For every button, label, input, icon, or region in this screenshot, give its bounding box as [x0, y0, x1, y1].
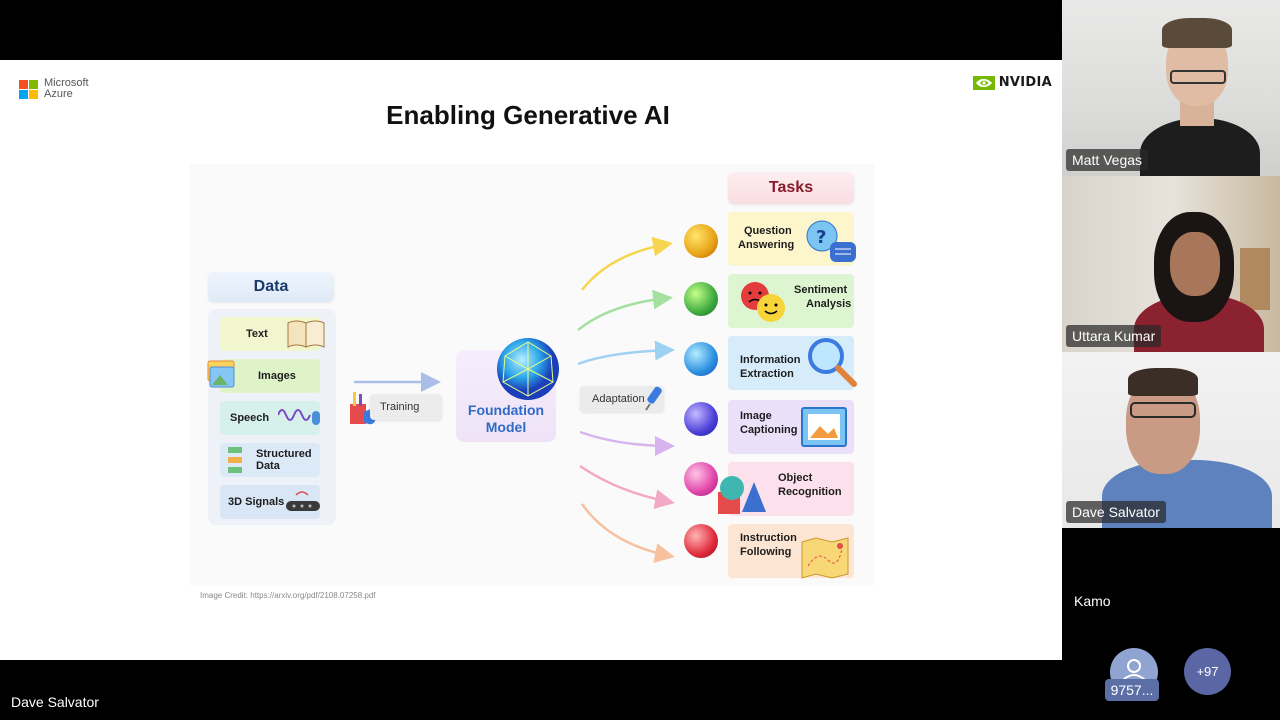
tasks-heading: Tasks [728, 172, 854, 204]
task-image-captioning: Image Captioning [728, 400, 854, 454]
task-sentiment-analysis: Sentiment Analysis [728, 274, 854, 328]
arrow-to-qa [581, 236, 673, 291]
nvidia-eye-icon [972, 75, 995, 90]
task-instruction-following: Instruction Following [728, 524, 854, 579]
azure-logo-text: Azure [44, 88, 73, 100]
arrow-to-sentiment [577, 289, 673, 331]
data-item-speech: Speech [220, 401, 320, 435]
video-tile-dave-salvator[interactable]: Dave Salvator [1062, 352, 1280, 528]
nvidia-logo-text: NVIDIA [998, 75, 1052, 90]
microsoft-grid-icon [19, 79, 38, 99]
nvidia-logo: NVIDIA [972, 75, 1052, 90]
shared-slide: Microsoft Azure NVIDIA Enabling Generati… [0, 60, 1062, 660]
more-participants-button[interactable]: +97 [1184, 648, 1231, 695]
video-tile-matt-vegas[interactable]: Matt Vegas [1062, 0, 1280, 176]
data-heading: Data [208, 272, 334, 302]
task-object-recognition: Object Recognition [718, 462, 854, 516]
arrow-to-recognition [579, 464, 675, 509]
adaptation-label: Adaptation [580, 386, 664, 412]
speech-bubbles-icon: ? [806, 220, 856, 262]
picture-frame-icon [801, 407, 847, 447]
participant-name-tag: Matt Vegas [1066, 149, 1149, 171]
arrow-to-captioning [579, 430, 675, 456]
arrow-to-instruction [580, 503, 675, 563]
sound-wave-icon [278, 409, 320, 425]
microsoft-logo-text: Microsoft [44, 77, 89, 89]
data-item-images: Images [207, 359, 320, 393]
person-icon [1122, 659, 1146, 681]
background-chair [1240, 248, 1270, 310]
glasses-icon [1170, 70, 1226, 84]
globe-icon-instruction [684, 524, 718, 558]
participant-name-kamo: Kamo [1074, 593, 1111, 609]
globe-icon-extraction [684, 342, 718, 376]
task-question-answering: Question Answering ? [728, 212, 856, 266]
flowchart-icon [228, 447, 242, 473]
participant-name-tag: Uttara Kumar [1066, 325, 1162, 347]
foundation-model-diagram: Data Text Images [190, 164, 874, 586]
glasses-icon [1130, 402, 1196, 418]
svg-text:?: ? [816, 227, 826, 248]
photos-icon [207, 360, 235, 388]
syringe-icon [645, 386, 662, 411]
person-hair [1128, 368, 1198, 396]
diagram-arrows [354, 236, 675, 563]
data-panel: Text Images Speech [207, 309, 336, 525]
person-torso [1140, 118, 1260, 176]
globe-icon-recognition [684, 462, 718, 496]
foundation-model-label: Foundation Model [467, 402, 545, 435]
person-face [1170, 232, 1220, 296]
person-hair [1162, 18, 1232, 48]
data-item-structured-data: Structured Data [220, 443, 320, 477]
shapes-icon [718, 476, 766, 514]
video-tile-uttara-kumar[interactable]: Uttara Kumar [1062, 176, 1280, 352]
attendee-count: 9757... [1105, 679, 1159, 701]
training-label: Training [370, 394, 442, 420]
magnifier-icon [808, 338, 857, 387]
microsoft-azure-logo: Microsoft Azure [19, 78, 89, 100]
task-information-extraction: Information Extraction [728, 336, 857, 390]
globe-icon-qa [684, 224, 718, 258]
data-item-3d-signals: 3D Signals [220, 485, 320, 519]
image-credit: Image Credit: https://arxiv.org/pdf/2108… [200, 591, 376, 600]
arrow-to-extraction [577, 340, 675, 366]
participant-name-tag: Dave Salvator [1066, 501, 1166, 523]
slide-title: Enabling Generative AI [386, 100, 670, 130]
emoji-faces-icon [741, 282, 785, 322]
network-globe-icon [497, 338, 559, 400]
globe-icon-sentiment [684, 282, 718, 316]
data-item-text: Text [220, 317, 325, 351]
sensor-device-icon [286, 491, 320, 511]
globe-icon-captioning [684, 402, 718, 436]
treasure-map-icon [801, 537, 849, 579]
open-book-icon [287, 320, 325, 348]
active-speaker-name: Dave Salvator [11, 694, 99, 710]
